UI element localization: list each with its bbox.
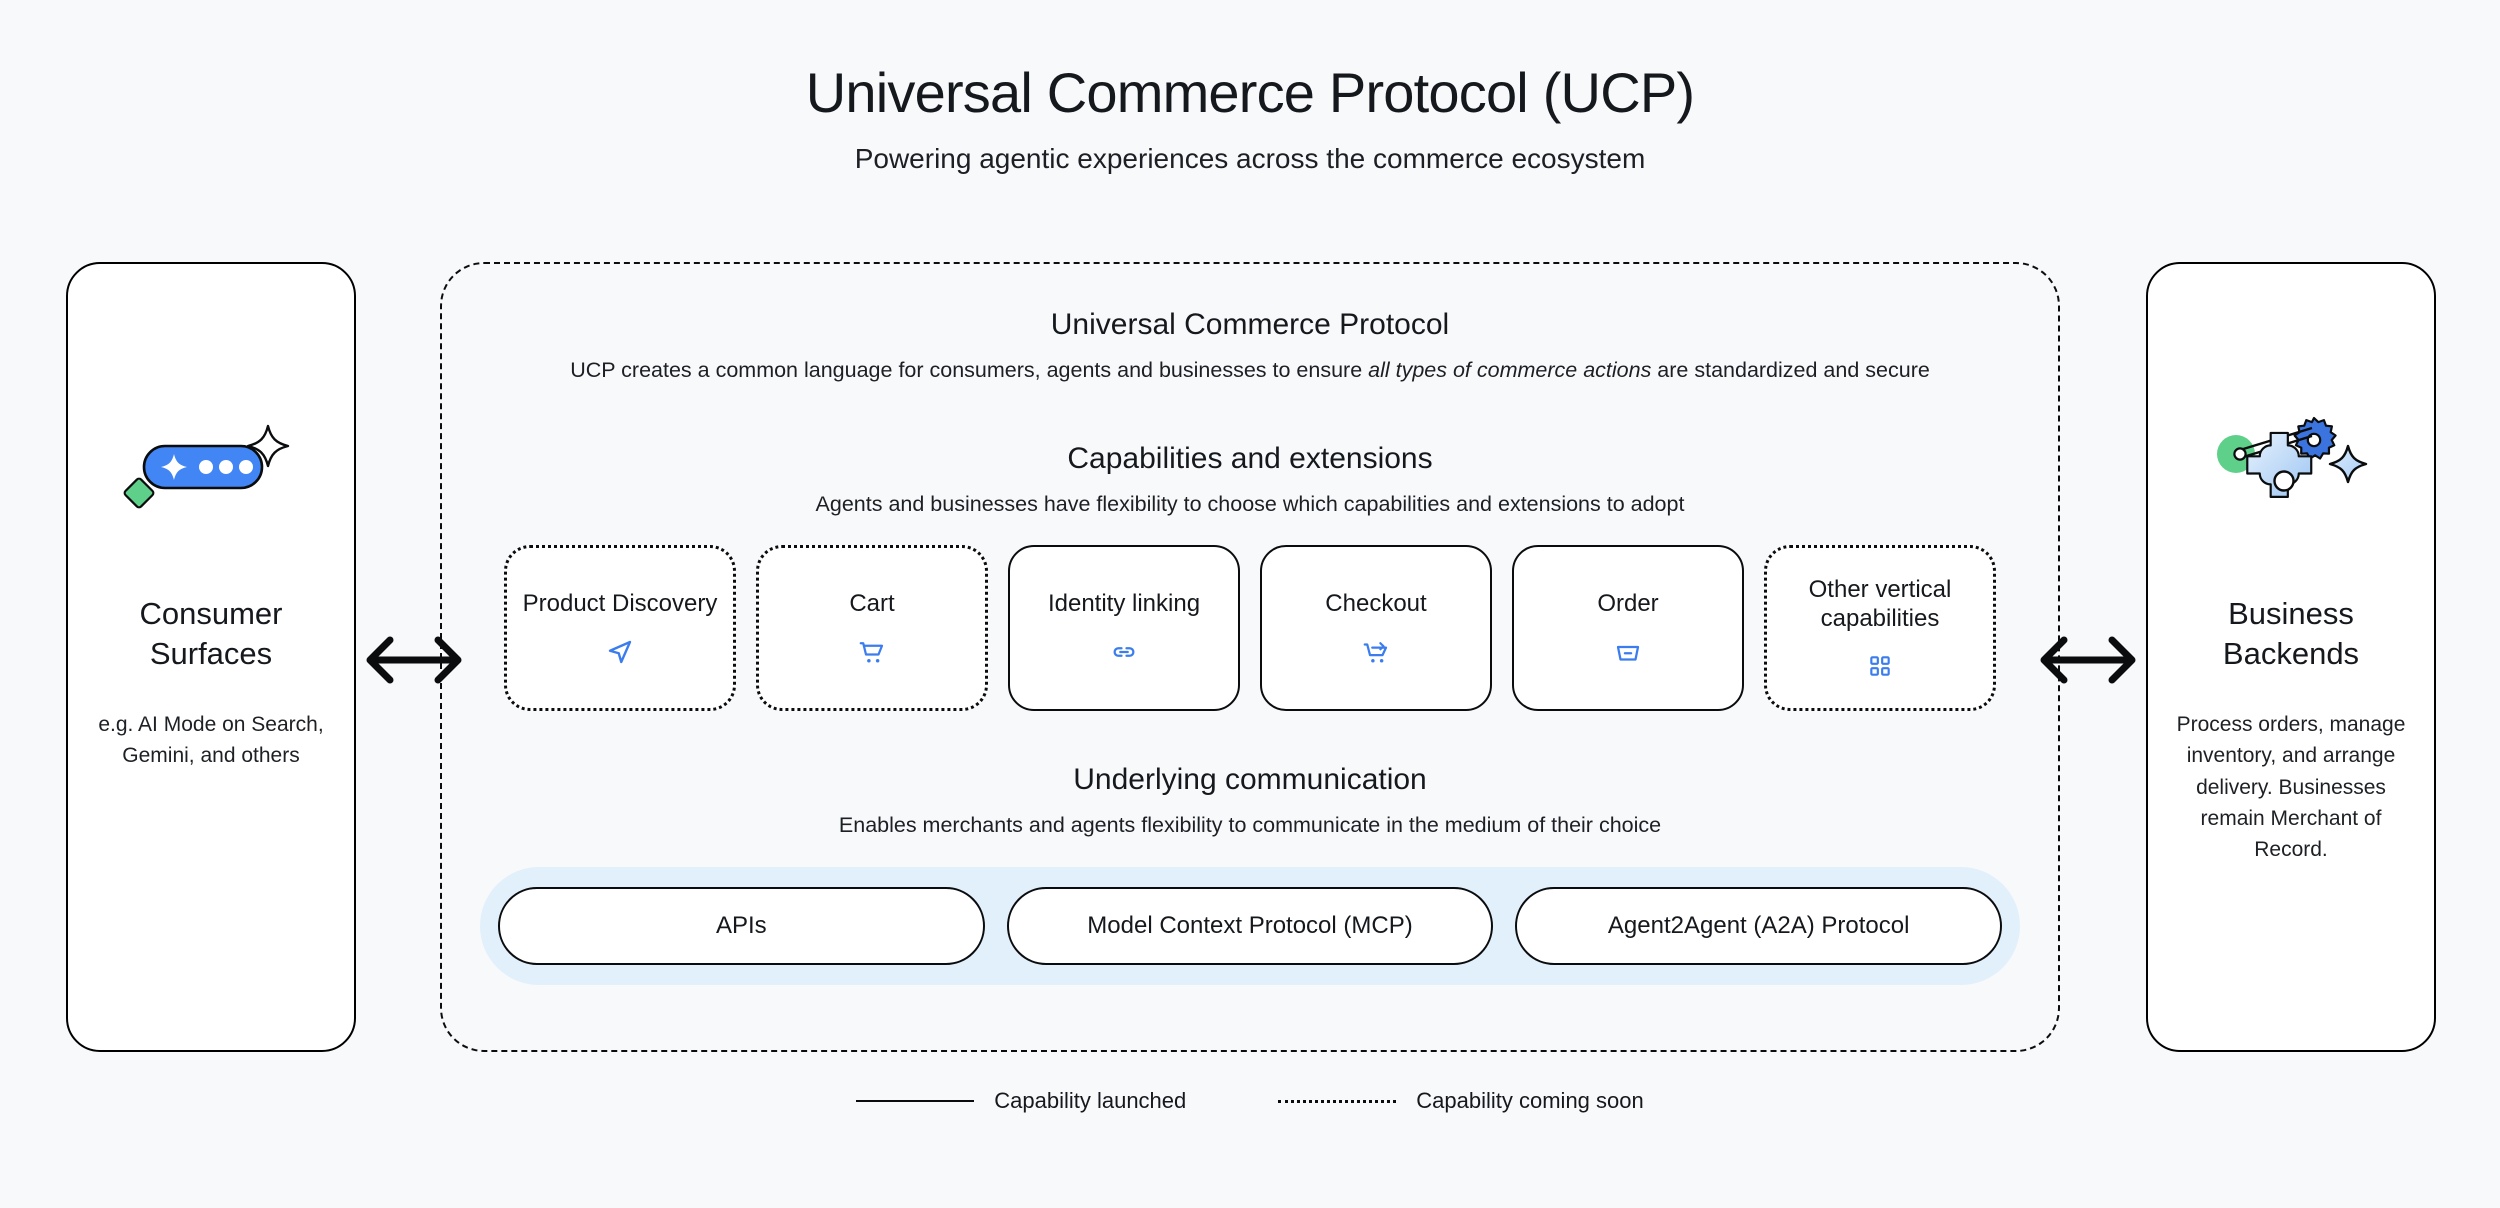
capability-card-other-vertical[interactable]: Other vertical capabilities bbox=[1764, 545, 1996, 712]
page-header: Universal Commerce Protocol (UCP) Poweri… bbox=[0, 61, 2500, 175]
business-backends-panel: Business Backends Process orders, manage… bbox=[2146, 262, 2436, 1052]
capability-card-order[interactable]: Order bbox=[1512, 545, 1744, 712]
solid-line-swatch bbox=[856, 1100, 975, 1102]
page-title: Universal Commerce Protocol (UCP) bbox=[805, 61, 1695, 124]
communication-pill-apis[interactable]: APIs bbox=[498, 886, 985, 965]
ucp-description-italic: all types of commerce actions bbox=[1368, 358, 1652, 382]
communication-heading: Underlying communication bbox=[1073, 763, 1427, 797]
cart-checkout-arrow-icon bbox=[1361, 637, 1391, 667]
ucp-description: UCP creates a common language for consum… bbox=[442, 355, 2058, 386]
communication-pill-a2a[interactable]: Agent2Agent (A2A) Protocol bbox=[1515, 886, 2003, 965]
capability-card-checkout[interactable]: Checkout bbox=[1260, 545, 1492, 712]
ucp-description-part2: are standardized and secure bbox=[1651, 358, 1930, 382]
gears-settings-icon bbox=[2196, 410, 2386, 520]
capability-card-cart[interactable]: Cart bbox=[756, 545, 988, 712]
capability-card-identity-linking[interactable]: Identity linking bbox=[1008, 545, 1240, 712]
ucp-heading: Universal Commerce Protocol bbox=[1050, 308, 1450, 341]
capabilities-row: Product Discovery Cart bbox=[442, 545, 2058, 712]
capability-label: Order bbox=[1597, 590, 1659, 618]
legend: Capability launched Capability coming so… bbox=[0, 1088, 2500, 1114]
navigation-send-icon bbox=[605, 637, 635, 667]
capability-card-product-discovery[interactable]: Product Discovery bbox=[504, 545, 736, 712]
capability-label: Product Discovery bbox=[522, 590, 718, 618]
consumer-to-ucp-arrow bbox=[362, 632, 466, 688]
business-backends-title: Business Backends bbox=[2222, 596, 2360, 671]
communication-subheading: Enables merchants and agents flexibility… bbox=[838, 813, 1662, 838]
grid-apps-icon bbox=[1867, 651, 1893, 681]
capabilities-subheading: Agents and businesses have flexibility t… bbox=[815, 491, 1685, 516]
consumer-surfaces-title: Consumer Surfaces bbox=[139, 596, 283, 671]
link-chain-icon bbox=[1109, 637, 1139, 667]
business-backends-description: Process orders, manage inventory, and ar… bbox=[2176, 713, 2406, 861]
capability-label: Other vertical capabilities bbox=[1808, 575, 1952, 633]
communication-pill-mcp[interactable]: Model Context Protocol (MCP) bbox=[1006, 886, 1494, 965]
ai-sparkle-pill-icon bbox=[116, 410, 306, 520]
capability-label: Identity linking bbox=[1047, 590, 1201, 618]
communication-bar: APIs Model Context Protocol (MCP) Agent2… bbox=[480, 866, 2020, 985]
legend-label: Capability launched bbox=[994, 1088, 1187, 1113]
page-subtitle: Powering agentic experiences across the … bbox=[854, 142, 1646, 174]
dotted-line-swatch bbox=[1278, 1099, 1397, 1103]
legend-item-launched: Capability launched bbox=[856, 1088, 1186, 1114]
ucp-description-part1: UCP creates a common language for consum… bbox=[570, 358, 1369, 382]
capability-label: Checkout bbox=[1325, 590, 1427, 618]
ucp-to-business-arrow bbox=[2036, 632, 2140, 688]
consumer-surfaces-description: e.g. AI Mode on Search, Gemini, and othe… bbox=[98, 713, 324, 768]
shopping-cart-icon bbox=[857, 637, 887, 667]
ucp-container: Universal Commerce Protocol UCP creates … bbox=[440, 262, 2060, 1052]
capability-label: Cart bbox=[849, 590, 895, 618]
legend-item-coming-soon: Capability coming soon bbox=[1278, 1088, 1644, 1114]
consumer-surfaces-panel: Consumer Surfaces e.g. AI Mode on Search… bbox=[66, 262, 356, 1052]
legend-label: Capability coming soon bbox=[1416, 1088, 1644, 1113]
capabilities-heading: Capabilities and extensions bbox=[1067, 441, 1433, 475]
basket-order-icon bbox=[1613, 637, 1643, 667]
